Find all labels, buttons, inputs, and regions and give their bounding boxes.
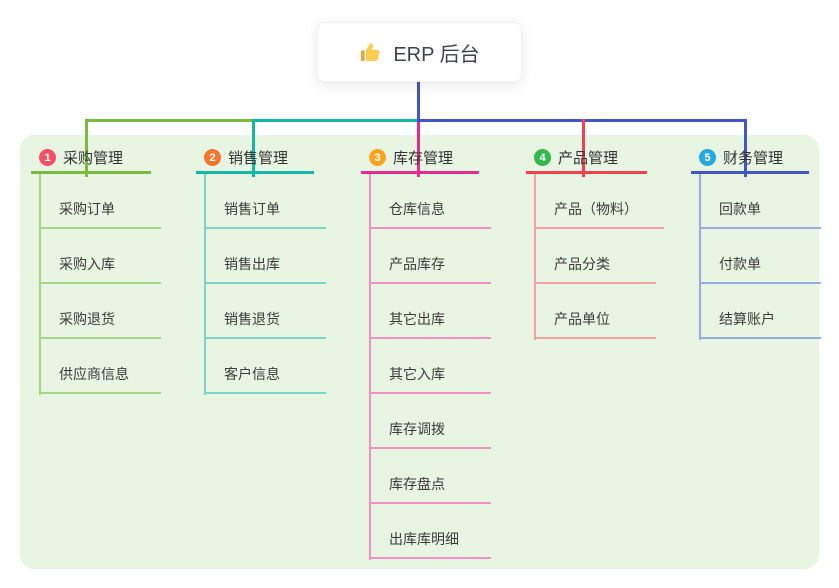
node-purchase-order[interactable]: 采购订单 — [39, 174, 161, 229]
branch-purchase-title[interactable]: 1 采购管理 — [31, 144, 151, 174]
rail-middle-segment — [252, 119, 419, 122]
node-settlement-account[interactable]: 结算账户 — [699, 284, 821, 339]
node-supplier-info[interactable]: 供应商信息 — [39, 339, 161, 394]
root-stem-line — [417, 82, 420, 121]
node-other-outbound[interactable]: 其它出库 — [369, 284, 491, 339]
branch-sales-label: 销售管理 — [228, 150, 289, 167]
branch-product: 4 产品管理 产品（物料） 产品分类 产品单位 — [526, 144, 664, 340]
node-product-stock[interactable]: 产品库存 — [369, 229, 491, 284]
branch-purchase-label: 采购管理 — [63, 150, 124, 167]
branch-product-title[interactable]: 4 产品管理 — [526, 144, 647, 174]
branch-finance-label: 财务管理 — [723, 150, 784, 167]
branch-5-drop-line — [744, 119, 747, 177]
badge-2: 2 — [204, 149, 221, 166]
branch-purchase: 1 采购管理 采购订单 采购入库 采购退货 供应商信息 — [31, 144, 161, 395]
node-stock-taking[interactable]: 库存盘点 — [369, 449, 491, 504]
branch-purchase-children: 采购订单 采购入库 采购退货 供应商信息 — [31, 174, 161, 395]
node-sales-return[interactable]: 销售退货 — [204, 284, 326, 339]
branch-inventory-spine-line — [369, 174, 371, 560]
badge-3: 3 — [369, 149, 386, 166]
node-sales-outbound[interactable]: 销售出库 — [204, 229, 326, 284]
rail-left-segment — [85, 119, 254, 122]
node-purchase-inbound[interactable]: 采购入库 — [39, 229, 161, 284]
branch-sales-spine-line — [204, 174, 206, 395]
node-product-category[interactable]: 产品分类 — [534, 229, 656, 284]
branch-inventory: 3 库存管理 仓库信息 产品库存 其它出库 其它入库 库存调拨 库存盘点 出库库… — [361, 144, 491, 560]
branch-1-drop-line — [85, 119, 88, 177]
node-customer-info[interactable]: 客户信息 — [204, 339, 326, 394]
node-outbound-detail[interactable]: 出库库明细 — [369, 504, 491, 559]
branch-sales: 2 销售管理 销售订单 销售出库 销售退货 客户信息 — [196, 144, 326, 395]
branch-product-children: 产品（物料） 产品分类 产品单位 — [526, 174, 664, 340]
badge-4: 4 — [534, 149, 551, 166]
branch-product-label: 产品管理 — [558, 150, 619, 167]
branch-inventory-title[interactable]: 3 库存管理 — [361, 144, 479, 174]
branch-inventory-children: 仓库信息 产品库存 其它出库 其它入库 库存调拨 库存盘点 出库库明细 — [361, 174, 491, 560]
branch-4-drop-line — [582, 119, 585, 177]
node-product-unit[interactable]: 产品单位 — [534, 284, 656, 339]
branch-finance-title[interactable]: 5 财务管理 — [691, 144, 809, 174]
branch-sales-children: 销售订单 销售出库 销售退货 客户信息 — [196, 174, 326, 395]
node-purchase-return[interactable]: 采购退货 — [39, 284, 161, 339]
branch-inventory-label: 库存管理 — [393, 150, 454, 167]
branch-finance-spine-line — [699, 174, 701, 340]
node-product-material[interactable]: 产品（物料） — [534, 174, 664, 229]
badge-1: 1 — [39, 149, 56, 166]
root-label: ERP 后台 — [393, 43, 480, 66]
node-other-inbound[interactable]: 其它入库 — [369, 339, 491, 394]
node-stock-transfer[interactable]: 库存调拨 — [369, 394, 491, 449]
branch-2-drop-line — [252, 119, 255, 177]
node-warehouse-info[interactable]: 仓库信息 — [369, 174, 491, 229]
root-node[interactable]: ERP 后台 — [317, 22, 522, 82]
node-sales-order[interactable]: 销售订单 — [204, 174, 326, 229]
node-receipt-bill[interactable]: 回款单 — [699, 174, 821, 229]
branch-3-drop-line — [417, 122, 420, 177]
badge-5: 5 — [699, 149, 716, 166]
branch-finance-children: 回款单 付款单 结算账户 — [691, 174, 821, 340]
background-panel — [20, 135, 819, 569]
branch-purchase-spine-line — [39, 174, 41, 395]
branch-sales-title[interactable]: 2 销售管理 — [196, 144, 314, 174]
thumbs-up-icon — [359, 40, 383, 64]
branch-product-spine-line — [534, 174, 536, 340]
branch-finance: 5 财务管理 回款单 付款单 结算账户 — [691, 144, 821, 340]
node-payment-bill[interactable]: 付款单 — [699, 229, 821, 284]
